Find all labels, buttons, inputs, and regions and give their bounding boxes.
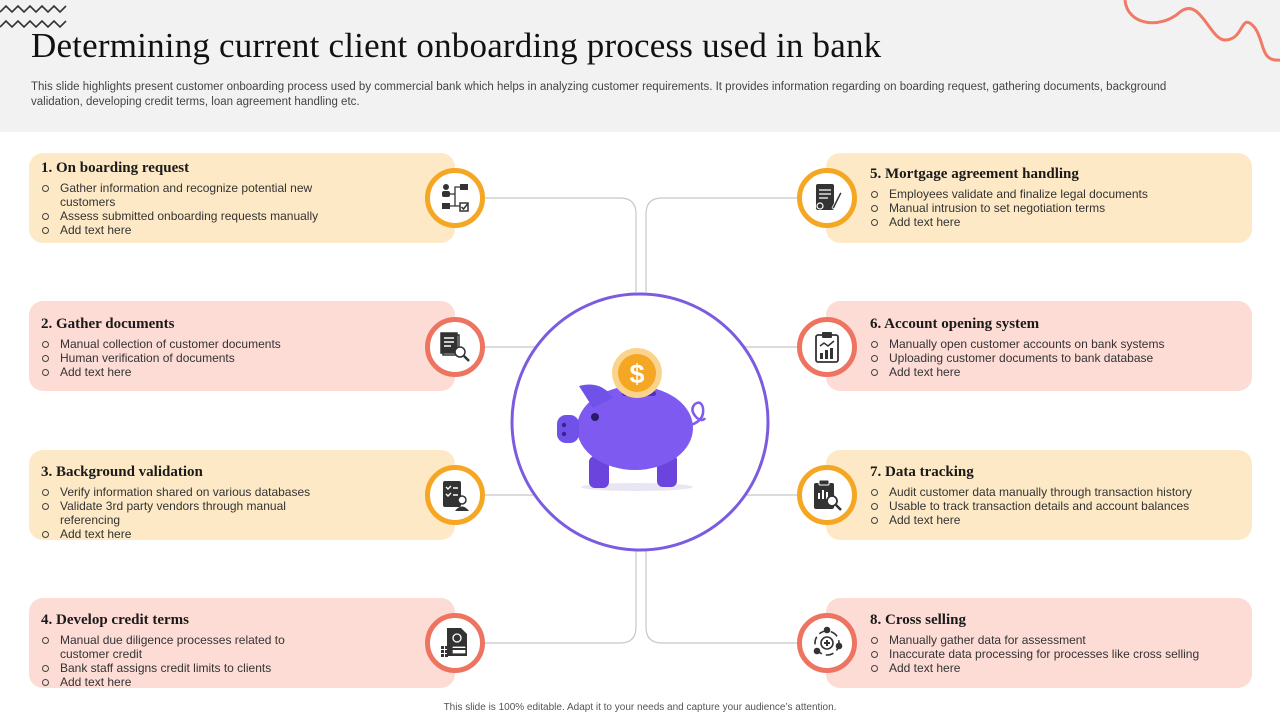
header-band: [0, 0, 1280, 132]
card-bullet: Inaccurate data processing for processes…: [870, 647, 1252, 661]
card-bullet: Employees validate and finalize legal do…: [870, 187, 1252, 201]
step-card-mortgage-agreement: 5. Mortgage agreement handling Employees…: [826, 153, 1252, 243]
card-title: 6. Account opening system: [870, 316, 1040, 332]
card-bullet: Manually gather data for assessment: [870, 633, 1252, 647]
credit-card-document-icon: [425, 613, 485, 673]
card-bullet: Uploading customer documents to bank dat…: [870, 351, 1252, 365]
card-bullet: Add text here: [41, 527, 330, 541]
footer-note: This slide is 100% editable. Adapt it to…: [443, 702, 837, 713]
profile-checklist-icon: [425, 465, 485, 525]
step-card-account-opening: 6. Account opening system Manually open …: [826, 301, 1252, 391]
card-bullet: Add text here: [41, 365, 330, 379]
card-bullet: Manual due diligence processes related t…: [41, 633, 330, 661]
zigzag-decoration: [0, 4, 67, 29]
card-bullet: Add text here: [870, 513, 1252, 527]
card-bullet: Add text here: [41, 223, 330, 237]
card-bullet: Gather information and recognize potenti…: [41, 181, 330, 209]
page-title: Determining current client onboarding pr…: [31, 26, 882, 65]
card-bullet: Manually open customer accounts on bank …: [870, 337, 1252, 351]
card-bullet: Add text here: [870, 215, 1252, 229]
step-card-cross-selling: 8. Cross selling Manually gather data fo…: [826, 598, 1252, 688]
cycle-arrows-icon: [797, 613, 857, 673]
card-bullet: Bank staff assigns credit limits to clie…: [41, 661, 330, 675]
card-title: 1. On boarding request: [41, 160, 190, 176]
card-bullet: Add text here: [41, 675, 330, 689]
card-title: 8. Cross selling: [870, 612, 966, 628]
clipboard-chart-icon: [797, 317, 857, 377]
wave-decoration: [1123, 0, 1280, 62]
card-title: 4. Develop credit terms: [41, 612, 190, 628]
step-card-develop-credit-terms: 4. Develop credit terms Manual due dilig…: [29, 598, 455, 689]
org-chart-checklist-icon: [425, 168, 485, 228]
card-bullet: Manual intrusion to set negotiation term…: [870, 201, 1252, 215]
card-bullet: Assess submitted onboarding requests man…: [41, 209, 330, 223]
clipboard-magnifier-icon: [797, 465, 857, 525]
piggy-bank-dollar-icon: $: [510, 292, 770, 552]
card-bullet: Validate 3rd party vendors through manua…: [41, 499, 330, 527]
card-title: 7. Data tracking: [870, 464, 974, 480]
card-bullet: Human verification of documents: [41, 351, 330, 365]
card-bullet: Add text here: [870, 365, 1252, 379]
card-title: 3. Background validation: [41, 464, 203, 480]
page-subtitle: This slide highlights present customer o…: [31, 81, 1167, 108]
card-bullet: Verify information shared on various dat…: [41, 485, 330, 499]
step-card-gather-documents: 2. Gather documents Manual collection of…: [29, 301, 455, 391]
card-title: 5. Mortgage agreement handling: [870, 166, 1079, 182]
contract-pen-icon: [797, 168, 857, 228]
step-card-background-validation: 3. Background validation Verify informat…: [29, 450, 455, 541]
card-bullet: Manual collection of customer documents: [41, 337, 330, 351]
card-bullet: Add text here: [870, 661, 1252, 675]
card-bullet: Audit customer data manually through tra…: [870, 485, 1252, 499]
card-title: 2. Gather documents: [41, 316, 175, 332]
step-card-onboarding-request: 1. On boarding request Gather informatio…: [29, 153, 455, 243]
coin-dollar-symbol: $: [629, 359, 644, 389]
document-search-icon: [425, 317, 485, 377]
step-card-data-tracking: 7. Data tracking Audit customer data man…: [826, 450, 1252, 540]
card-bullet: Usable to track transaction details and …: [870, 499, 1252, 513]
